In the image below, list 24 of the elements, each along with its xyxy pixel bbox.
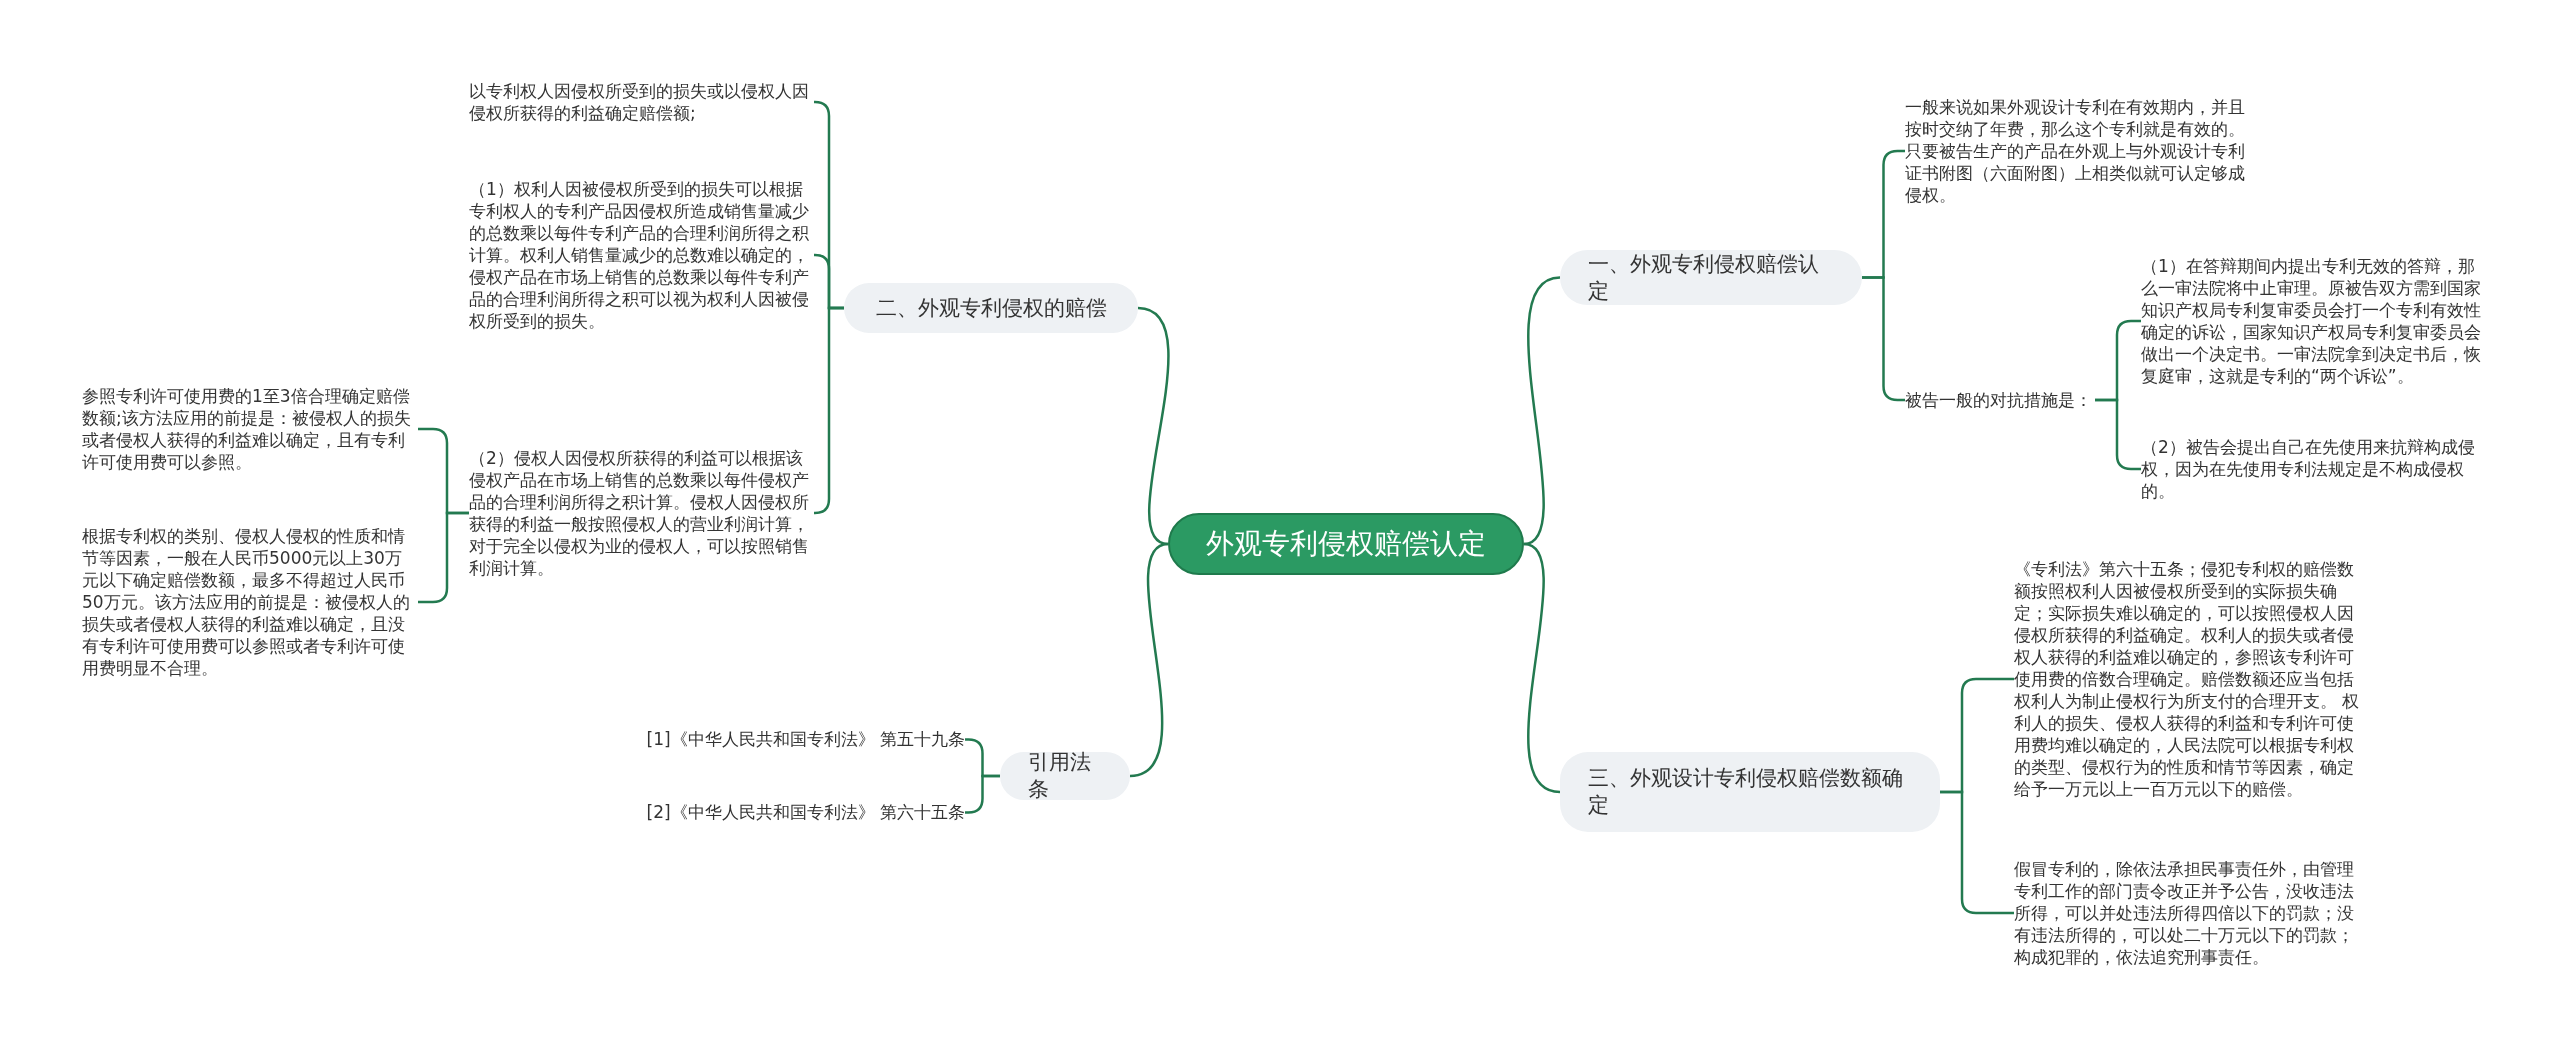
note-text: （2）被告会提出自己在先使用来抗辩构成侵权，因为在先使用专利法规定是不构成侵权的。	[2141, 436, 2489, 502]
note-text: （2）侵权人因侵权所获得的利益可以根据该侵权产品在市场上销售的总数乘以每件侵权产品的合理利润所得之积计算。侵权人因侵权所获得的利益一般按照侵权人的营业利润计算，对于完全以侵权为业的侵权人，可以按照销售利润计算。	[469, 447, 814, 579]
citation-text: [1]《中华人民共和国专利法》 第五十九条	[600, 728, 965, 751]
note-text: 一般来说如果外观设计专利在有效期内，并且按时交纳了年费，那么这个专利就是有效的。只要被告生产的产品在外观上与外观设计专利证书附图（六面附图）上相类似就可认定够成侵权。	[1905, 96, 2255, 206]
connector-line	[1523, 542, 1561, 794]
note-text: 被告一般的对抗措施是：	[1905, 389, 2095, 411]
topic-box: 三、外观设计专利侵权赔偿数额确定	[1560, 752, 1940, 832]
note-text: 参照专利许可使用费的1至3倍合理确定赔偿数额;该方法应用的前提是：被侵权人的损失或者侵权人获得的利益难以确定，且有专利许可使用费可以参照。	[82, 385, 418, 473]
connector-line	[1940, 790, 2014, 915]
connector-line	[1129, 542, 1169, 778]
topic-box: 二、外观专利侵权的赔偿	[844, 283, 1138, 333]
topic-box: 引用法条	[1000, 752, 1130, 800]
note-text: 假冒专利的，除依法承担民事责任外，由管理专利工作的部门责令改正并予公告，没收违法所得，可以并处违法所得四倍以下的罚款；没有违法所得的，可以处二十万元以下的罚款；构成犯罪的，依法追究刑事责任。	[2014, 858, 2362, 968]
citation-text: [2]《中华人民共和国专利法》 第六十五条	[600, 801, 965, 824]
topic-box: 一、外观专利侵权赔偿认定	[1560, 250, 1862, 305]
note-text: （1）权利人因被侵权所受到的损失可以根据专利权人的专利产品因侵权所造成销售量减少的总数乘以每件专利产品的合理利润所得之积计算。权利人销售量减少的总数难以确定的，侵权产品在市场上销售的总数乘以每件专利产品的合理利润所得之积可以视为权利人因被侵权所受到的损失。	[469, 178, 814, 332]
note-text: （1）在答辩期间内提出专利无效的答辩，那么一审法院将中止审理。原被告双方需到国家知识产权局专利复审委员会打一个专利有效性确定的诉讼，国家知识产权局专利复审委员会做出一个决定书。一审法院拿到决定书后，恢复庭审，这就是专利的“两个诉讼”。	[2141, 255, 2489, 387]
connector-line	[1137, 306, 1170, 546]
note-text: 以专利权人因侵权所受到的损失或以侵权人因侵权所获得的利益确定赔偿额;	[469, 80, 814, 124]
connector-line	[965, 774, 1000, 814]
note-text: 《专利法》第六十五条；侵犯专利权的赔偿数额按照权利人因被侵权所受到的实际损失确定；实际损失难以确定的，可以按照侵权人因侵权所获得的利益确定。权利人的损失或者侵权人获得的利益难以确定的，参照该专利许可使用费的倍数合理确定。赔偿数额还应当包括权利人为制止侵权行为所支付的合理开支。 权利人的损失、侵权人获得的利益和专利许可使用费均难以确定的，人民法院可以根据专利权的类型、侵权行为的性质和情节等因素，确定给予一万元以上一百万元以下的赔偿。	[2014, 558, 2362, 800]
central-topic-box: 外观专利侵权赔偿认定	[1168, 513, 1524, 575]
note-text: 根据专利权的类别、侵权人侵权的性质和情节等因素，一般在人民币5000元以上30万元以下确定赔偿数额，最多不得超过人民币50万元。该方法应用的前提是：被侵权人的损失或者侵权人获得的利益难以确定，且没有专利许可使用费可以参照或者专利许可使用费明显不合理。	[82, 525, 418, 679]
connector-line	[1523, 276, 1561, 546]
